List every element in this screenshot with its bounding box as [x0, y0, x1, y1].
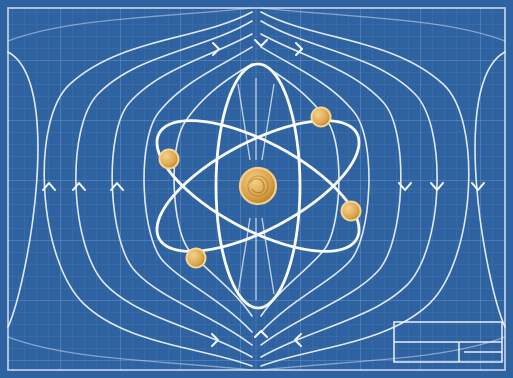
electron-top-right	[312, 108, 331, 127]
electron-bottom-left	[187, 249, 206, 268]
electron-right	[342, 202, 361, 221]
electron-left	[160, 150, 179, 169]
nucleus	[240, 168, 276, 204]
nucleus-core	[240, 168, 276, 204]
